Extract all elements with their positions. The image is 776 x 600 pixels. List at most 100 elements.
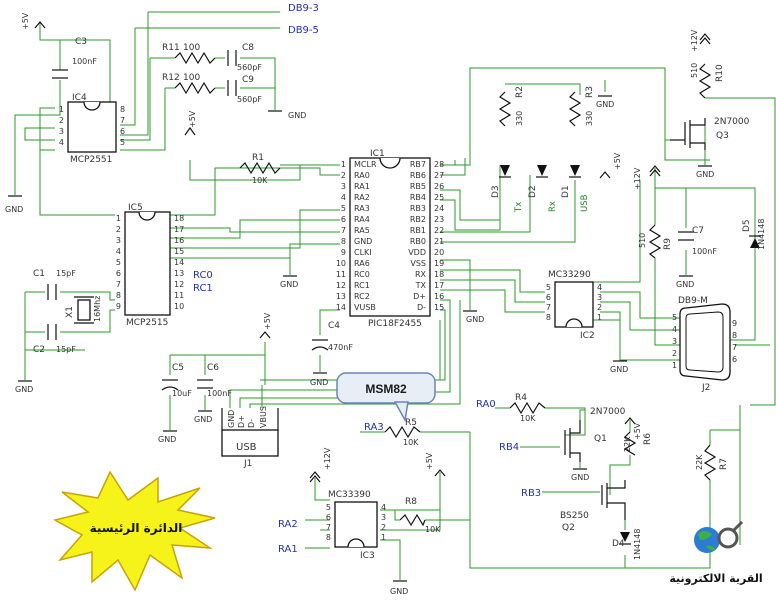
ic1-pin-number: 25	[434, 193, 444, 202]
ic5-part: MCP2515	[126, 318, 168, 328]
ic3-pin-number: 4	[381, 503, 386, 512]
power-label-12v: +12V	[633, 167, 642, 190]
j1-value: USB	[236, 442, 257, 453]
diode-d4	[619, 532, 631, 545]
ic1-pin-number: 4	[341, 193, 346, 202]
q3-value: 2N7000	[714, 117, 750, 127]
resistor-r1	[239, 161, 281, 175]
usb-connector-j1	[221, 408, 279, 457]
ic1-pin-name: VSS	[410, 259, 426, 268]
capacitor-c3	[52, 69, 68, 79]
capacitor-c2	[47, 324, 57, 340]
ic1-pin-name: RA6	[354, 259, 370, 268]
ic1-pin-name: RC2	[354, 292, 370, 301]
ic1-ref: IC1	[370, 149, 385, 159]
r5-value: 10K	[403, 438, 419, 447]
c1-value: 15pF	[56, 269, 76, 278]
ic1-pin-name: VUSB	[354, 303, 376, 312]
r2-ref: R2	[515, 86, 525, 98]
ic5-pin-number: 9	[116, 302, 121, 311]
net-ra2: RA2	[278, 519, 298, 530]
d4-ref: D4	[612, 539, 625, 549]
r10-ref: R10	[715, 64, 725, 82]
ic1-pin-number: 21	[434, 237, 444, 246]
gnd-label: GND	[610, 365, 628, 374]
ic1-pin-name: RB3	[410, 204, 426, 213]
resistor-r8	[399, 513, 426, 527]
d2-label: Rx	[548, 201, 558, 212]
d2-ref: D2	[528, 185, 538, 198]
ic1-pin-number: 10	[336, 259, 346, 268]
ic1-pin-name: D-	[417, 303, 426, 312]
ic4-pin-number: 1	[59, 105, 64, 114]
ic2-mc33290	[554, 281, 594, 328]
c1-ref: C1	[33, 269, 45, 279]
ic1-pin-name: RB0	[410, 237, 426, 246]
ic1-pin-name: RC1	[354, 281, 370, 290]
ic3-pin-number: 3	[381, 513, 386, 522]
ic5-pin-number: 18	[174, 214, 184, 223]
logo-globe-icon	[694, 520, 744, 553]
r2-value: 330	[515, 111, 524, 126]
net-rb3: RB3	[521, 488, 541, 499]
d3-label: Tx	[514, 202, 524, 213]
r3-ref: R3	[585, 86, 595, 98]
c9-value: 560pF	[237, 95, 262, 104]
callout-label: MSM82	[365, 382, 407, 396]
r10-value: 510	[690, 63, 699, 78]
ic2-pin-number: 3	[597, 293, 602, 302]
ic1-pin-name: GND	[354, 237, 372, 246]
q2-value: BS250	[560, 511, 589, 521]
gnd-label: GND	[288, 111, 306, 120]
r6-value: 22K	[623, 436, 632, 452]
q1-value: 2N7000	[590, 407, 626, 417]
ic2-pin-number: 6	[546, 293, 551, 302]
ic1-pin-number: 19	[434, 259, 444, 268]
ic1-pin-number: 22	[434, 226, 444, 235]
ic1-pin-number: 1	[341, 160, 346, 169]
mosfet-q3	[670, 118, 706, 150]
ic5-pin-number: 1	[116, 214, 121, 223]
db9-connector-j2	[679, 303, 731, 381]
net-db9-5: DB9-5	[288, 25, 319, 36]
usb-pin-dminus: D-	[247, 419, 256, 428]
db9-pin: 9	[732, 319, 737, 328]
net-ra0: RA0	[476, 399, 496, 410]
gnd-label: GND	[280, 280, 298, 289]
r8-ref: R8	[405, 497, 417, 507]
ic1-part: PIC18F2455	[368, 319, 422, 329]
r4-value: 10K	[520, 414, 536, 423]
r9-ref: R9	[663, 238, 673, 250]
led-d3	[499, 165, 511, 178]
led-d1	[569, 165, 581, 178]
ic1-pin-name: RC0	[354, 270, 370, 279]
ic3-pin-number: 1	[381, 533, 386, 542]
power-symbols	[34, 21, 711, 483]
resistor-r2	[498, 91, 512, 127]
ic1-pin-number: 27	[434, 171, 444, 180]
ic3-pin-number: 8	[326, 533, 331, 542]
gnd-label: GND	[466, 315, 484, 324]
ic5-pin-number: 7	[116, 280, 121, 289]
resistor-r4	[509, 401, 546, 415]
q1-ref: Q1	[594, 434, 607, 444]
logo-text: القرية الالكترونية	[669, 572, 762, 585]
ic5-pin-number: 14	[174, 258, 184, 267]
ic2-part: MC33290	[548, 270, 591, 280]
ic4-pin-number: 4	[59, 138, 64, 147]
gnd-label: GND	[5, 205, 23, 214]
title-starburst	[52, 470, 216, 592]
ic4-pin-number: 8	[120, 105, 125, 114]
net-rc0: RC0	[193, 270, 213, 281]
power-label-5v: +5V	[188, 110, 197, 128]
c5-value: 10uF	[172, 389, 192, 398]
ground-symbols	[8, 95, 712, 582]
gnd-label: GND	[390, 587, 408, 596]
c3-ref: C3	[75, 37, 87, 47]
usb-pin-dplus: D+	[237, 415, 246, 428]
ic1-pin-number: 23	[434, 215, 444, 224]
main-circuit-title: الدائرة الرئيسية	[90, 521, 183, 535]
r7-ref: R7	[719, 458, 729, 470]
r12-value: 100	[183, 73, 200, 83]
